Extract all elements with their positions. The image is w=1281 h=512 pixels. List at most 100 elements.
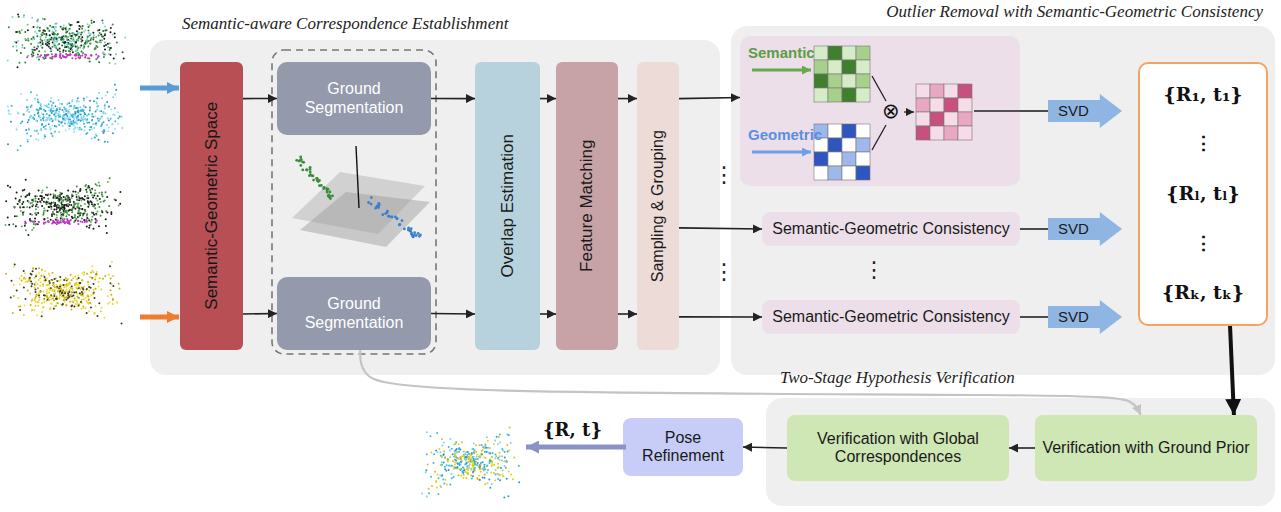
point [461, 441, 463, 443]
point [95, 124, 97, 126]
point [508, 434, 510, 436]
point [37, 42, 39, 44]
point [82, 215, 84, 217]
point [36, 94, 38, 96]
point [83, 44, 85, 46]
point [102, 35, 104, 37]
point [82, 109, 84, 111]
point [85, 43, 87, 45]
point [40, 275, 42, 277]
point [65, 288, 67, 290]
point [497, 478, 499, 480]
point [75, 41, 77, 43]
point [74, 298, 76, 300]
point [86, 114, 88, 116]
point [24, 38, 26, 40]
point [34, 98, 36, 100]
point [17, 14, 19, 16]
point [76, 55, 78, 57]
point [34, 221, 36, 223]
point [19, 205, 21, 207]
point [78, 128, 80, 130]
point [62, 213, 64, 215]
point [28, 129, 30, 131]
point [499, 474, 501, 476]
point [32, 268, 34, 270]
point [110, 211, 112, 213]
point [74, 215, 76, 217]
point [78, 36, 80, 38]
point [74, 303, 76, 305]
point [88, 32, 90, 34]
point [94, 115, 96, 117]
point [65, 305, 67, 307]
point [80, 116, 82, 118]
point [10, 121, 12, 123]
point [13, 284, 15, 286]
point [63, 49, 65, 51]
point [80, 129, 82, 131]
point [28, 128, 30, 130]
point [481, 444, 483, 446]
point [38, 267, 40, 269]
box-label: ⋮ [1188, 133, 1219, 155]
point [5, 224, 7, 226]
point [100, 288, 102, 290]
point [68, 121, 70, 123]
point [21, 121, 23, 123]
point [98, 281, 100, 283]
point [67, 285, 69, 287]
point [46, 27, 48, 29]
point [52, 290, 54, 292]
point [41, 205, 43, 207]
point [71, 308, 73, 310]
point [19, 199, 21, 201]
point [97, 195, 99, 197]
point [52, 37, 54, 39]
point [32, 49, 34, 51]
point [35, 305, 37, 307]
point [103, 111, 105, 113]
point [37, 201, 39, 203]
point [62, 215, 64, 217]
point [29, 276, 31, 278]
point [69, 199, 71, 201]
point [70, 204, 72, 206]
panel: Verification with Ground PriorVerificati… [766, 398, 1275, 506]
point [5, 273, 7, 275]
point [98, 182, 100, 184]
point [91, 219, 93, 221]
point [38, 299, 40, 301]
point [85, 297, 87, 299]
point [87, 284, 89, 286]
point [42, 18, 44, 20]
point [91, 120, 93, 122]
point [43, 30, 45, 32]
point [50, 118, 52, 120]
point [89, 100, 91, 102]
point [37, 133, 39, 135]
point [86, 226, 88, 228]
point [47, 210, 49, 212]
point [78, 28, 80, 30]
point [88, 310, 90, 312]
point [38, 59, 40, 61]
point [71, 114, 73, 116]
point [38, 292, 40, 294]
point [83, 123, 85, 125]
point [52, 135, 54, 137]
point [78, 195, 80, 197]
point [68, 296, 70, 298]
point [69, 40, 71, 42]
point [77, 45, 79, 47]
point [93, 37, 95, 39]
point [35, 212, 37, 214]
point [40, 103, 42, 105]
point [55, 41, 57, 43]
point [71, 209, 73, 211]
point [35, 224, 37, 226]
point [8, 224, 10, 226]
point [37, 206, 39, 208]
point [91, 22, 93, 24]
point [69, 53, 71, 55]
